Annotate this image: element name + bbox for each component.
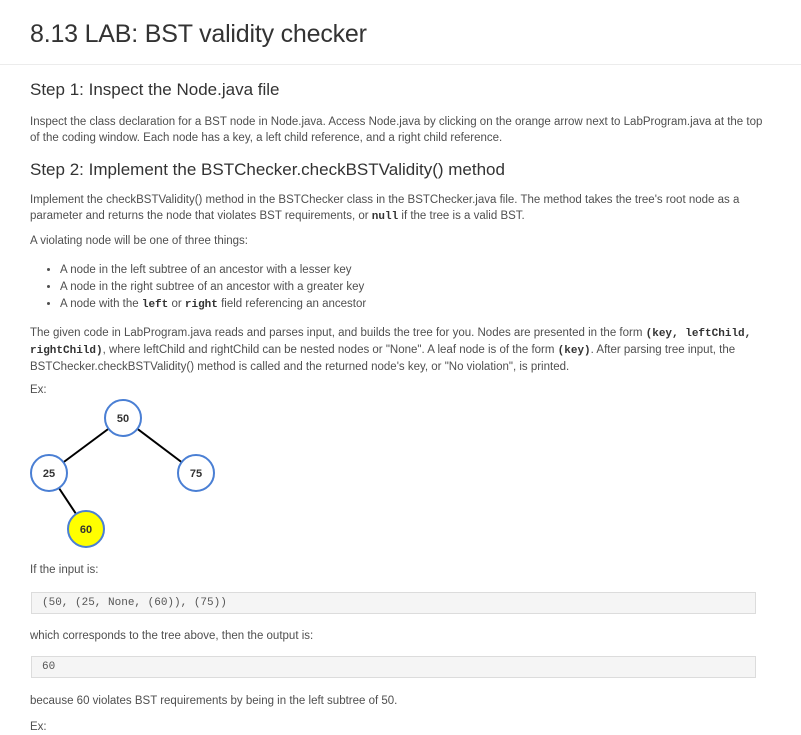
node-circle <box>30 454 68 492</box>
inline-code-right: right <box>184 299 218 311</box>
title-divider <box>0 64 801 65</box>
text-run: field referencing an ancestor <box>217 298 367 310</box>
step1-heading: Step 1: Inspect the Node.java file <box>30 80 280 99</box>
step2-paragraph-3: The given code in LabProgram.java reads … <box>30 325 765 375</box>
example-label: Ex: <box>30 384 47 396</box>
text-run: A node with the <box>60 298 142 310</box>
text-run: if the tree is a valid BST. <box>398 210 525 222</box>
node-label: 75 <box>190 468 202 480</box>
output-code-block: 60 <box>31 656 756 678</box>
explanation-text: because 60 violates BST requirements by … <box>30 695 398 707</box>
node-circle <box>177 454 215 492</box>
inline-code-null: null <box>371 211 399 223</box>
text-run: The given code in LabProgram.java reads … <box>30 327 646 339</box>
tree-node-root: 50 <box>104 399 142 437</box>
text-run: , where leftChild and rightChild can be … <box>102 344 558 356</box>
tree-node-left: 25 <box>30 454 68 492</box>
tree-node-right: 75 <box>177 454 215 492</box>
node-label: 50 <box>117 413 129 425</box>
example-label-2: Ex: <box>30 721 47 733</box>
text-run: . After parsing tree input, the BSTCheck… <box>30 344 736 373</box>
step2-paragraph-1: Implement the checkBSTValidity() method … <box>30 192 765 225</box>
inline-code-leaf-form: (key) <box>557 345 591 357</box>
input-code-block: (50, (25, None, (60)), (75)) <box>31 592 756 614</box>
text-run: Implement the checkBSTValidity() method … <box>30 194 740 222</box>
node-circle <box>104 399 142 437</box>
list-item: A node with the left or right field refe… <box>60 296 366 314</box>
step2-paragraph-2: A violating node will be one of three th… <box>30 235 249 247</box>
list-item-text: A node in the right subtree of an ancest… <box>60 281 365 293</box>
inline-code-left: left <box>141 299 169 311</box>
tree-node-violating: 60 <box>67 510 105 548</box>
list-item-text: A node in the left subtree of an ancesto… <box>60 264 352 276</box>
list-item: A node in the right subtree of an ancest… <box>60 279 366 296</box>
page-title: 8.13 LAB: BST validity checker <box>30 20 367 48</box>
example-tree-diagram: 50 25 75 60 <box>30 399 215 548</box>
output-intro: which corresponds to the tree above, the… <box>30 630 314 642</box>
input-intro: If the input is: <box>30 564 99 576</box>
step1-text: Inspect the class declaration for a BST … <box>30 116 763 144</box>
inline-code-node-form: (key, leftChild, rightChild) <box>30 328 752 357</box>
list-item: A node in the left subtree of an ancesto… <box>60 262 366 279</box>
node-circle-highlighted <box>67 510 105 548</box>
violation-list: A node in the left subtree of an ancesto… <box>44 262 366 314</box>
node-label: 60 <box>80 524 92 536</box>
step2-heading: Step 2: Implement the BSTChecker.checkBS… <box>30 160 505 179</box>
node-label: 25 <box>43 468 55 480</box>
text-run: or <box>168 298 185 310</box>
